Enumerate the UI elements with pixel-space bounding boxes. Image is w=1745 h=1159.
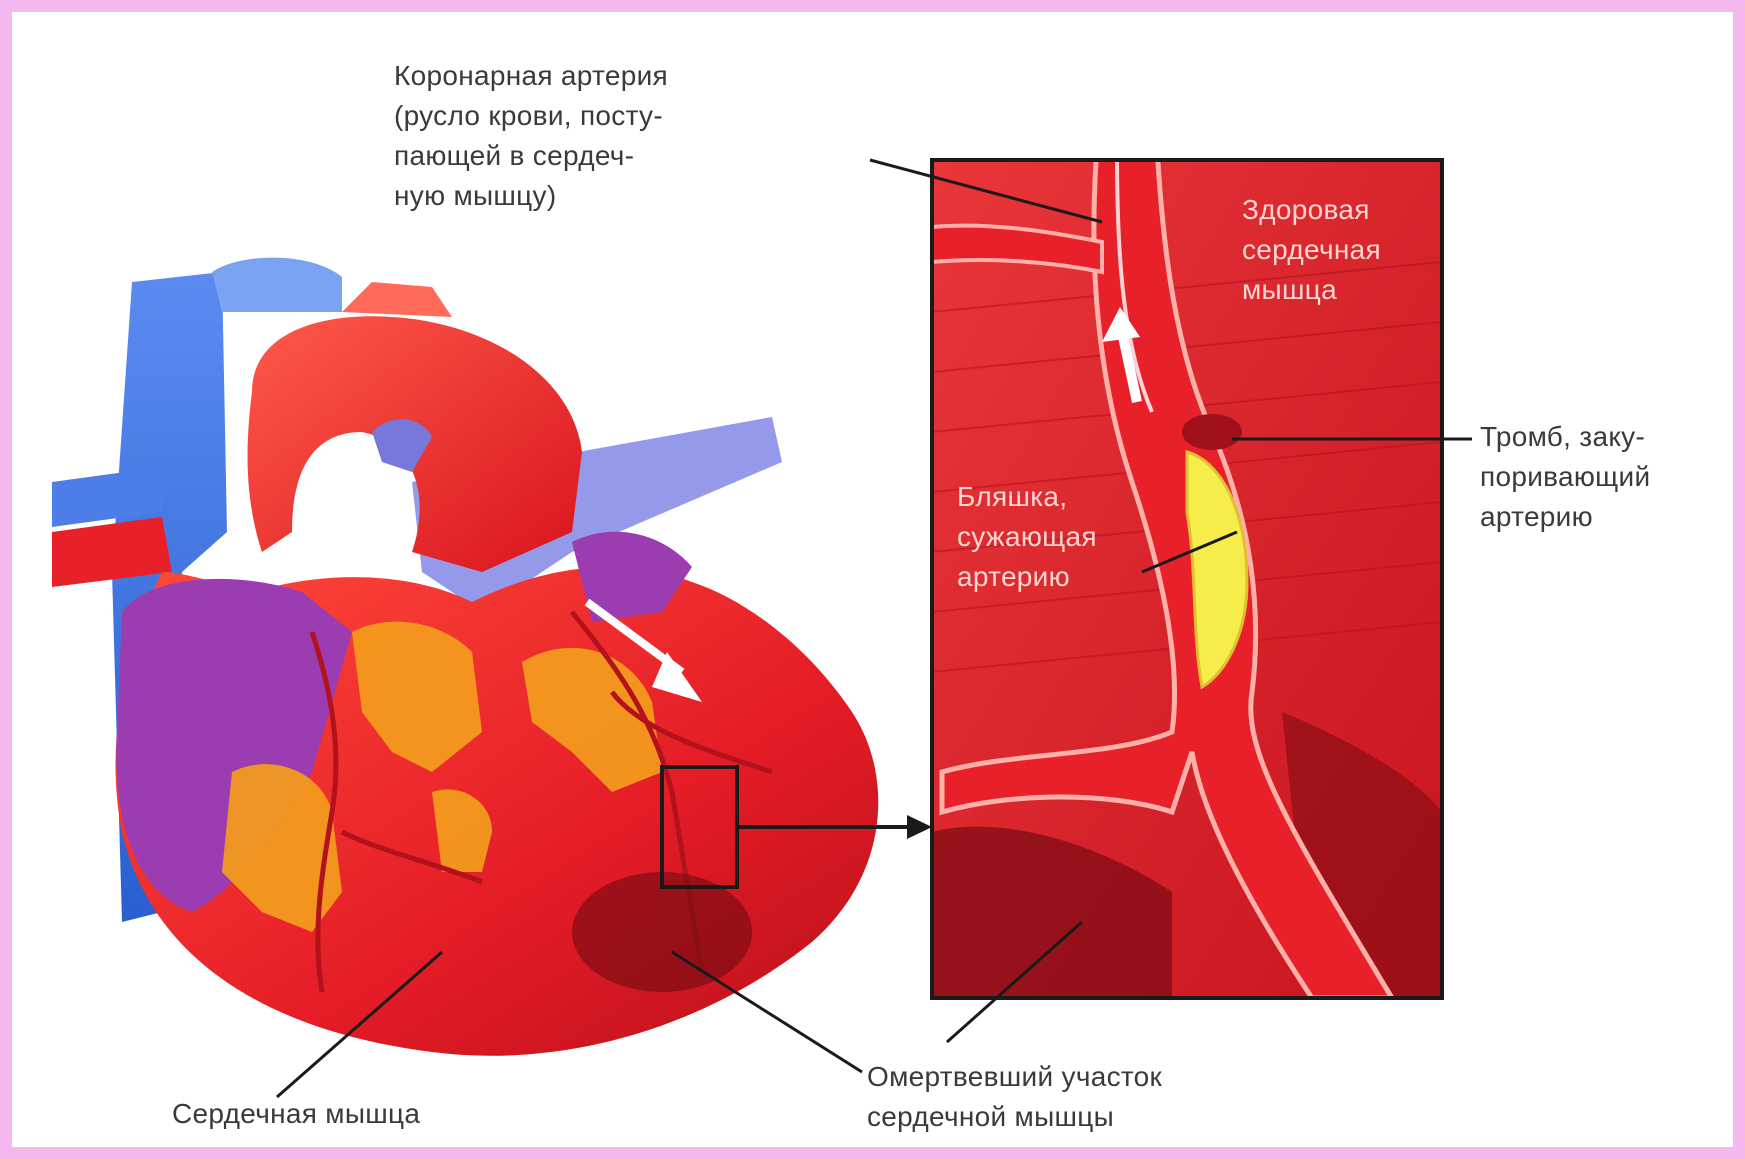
label-plaque: Бляшка, сужающая артерию [957, 477, 1097, 597]
label-heart-muscle: Сердечная мышца [172, 1094, 420, 1134]
diagram-canvas: Коронарная артерия (русло крови, посту- … [12, 12, 1733, 1147]
heart-illustration [12, 12, 1733, 1147]
thrombus-shape [1182, 414, 1242, 450]
label-healthy-muscle: Здоровая сердечная мышца [1242, 190, 1381, 310]
dead-tissue-region [572, 872, 752, 992]
label-coronary-artery: Коронарная артерия (русло крови, посту- … [394, 56, 668, 216]
zoom-arrow-icon [907, 815, 932, 839]
label-dead-area: Омертвевший участок сердечной мышцы [867, 1057, 1162, 1137]
label-thrombus: Тромб, заку- поривающий артерию [1480, 417, 1650, 537]
aorta [248, 282, 582, 572]
